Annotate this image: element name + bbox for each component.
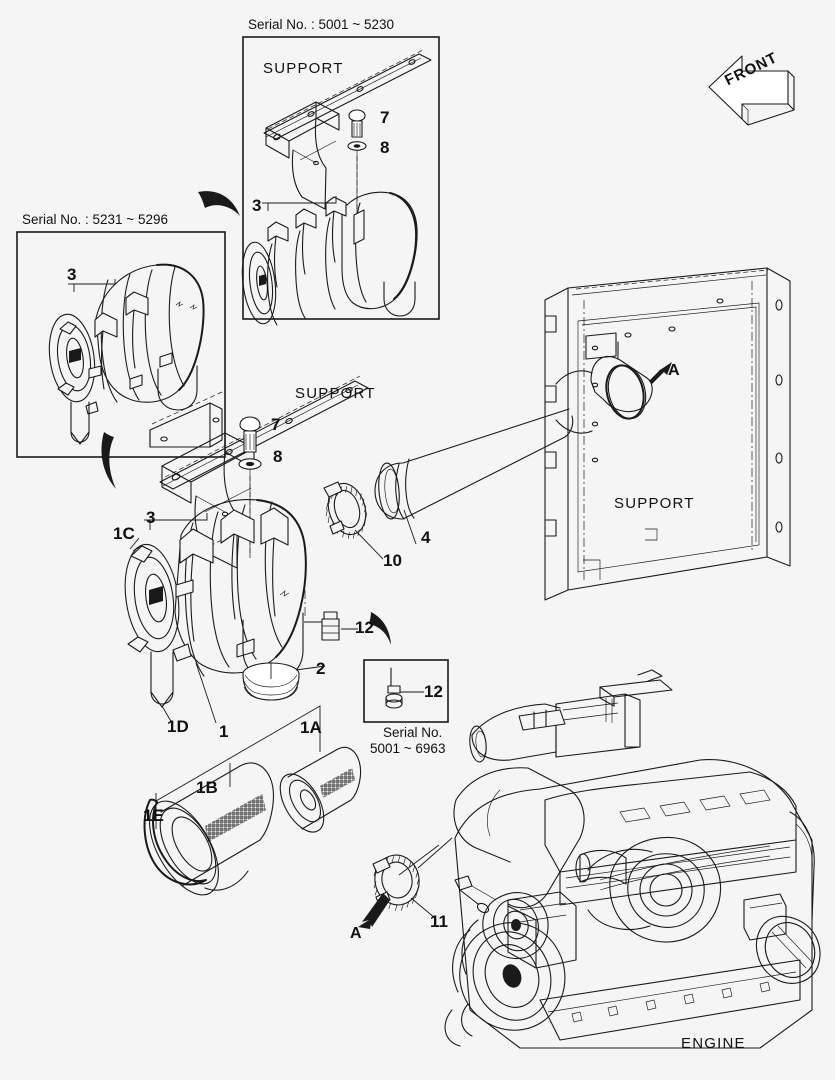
inset-top-frame [242,36,440,320]
inset-top-caption: Serial No. : 5001 ~ 5230 [248,17,394,32]
inset-sensor-caption-line2: 5001 ~ 6963 [370,741,446,756]
inset-top-fastener [347,109,367,235]
inset-left-callout-3-leader [68,279,116,292]
inset-left-frame [16,231,226,458]
callout-1: 1 [219,722,229,741]
inset-left-caption: Serial No. : 5231 ~ 5296 [22,212,168,227]
section-arrow-a-engine: A [350,925,362,942]
inset-top-aircleaner [241,191,418,326]
inset-top-bracket [265,101,340,210]
engine-assembly [444,669,821,1049]
callout-2: 2 [316,659,326,678]
main-support-rail [159,375,369,490]
callout-1E: 1E [143,806,164,825]
callout-1D: 1D [167,717,189,736]
callout-7: 7 [271,415,281,434]
callout-8-top-inset: 8 [380,138,390,157]
front-arrow-icon [708,55,795,126]
inset-left-aircleaner [48,263,223,448]
callout-3-left-inset: 3 [67,265,77,284]
hose-clamp-10 [323,481,384,560]
radiator-support-panel [544,267,791,601]
inset-sensor-caption-line1: Serial No. [383,725,443,740]
callout-12-inset: 12 [424,682,443,701]
main-support-bracket-label: SUPPORT [295,385,376,402]
air-intake-hose-4 [374,408,574,545]
callout-1B: 1B [196,778,218,797]
dust-cap-2 [242,662,326,701]
pointer-arc-2 [101,432,116,489]
callout-1A: 1A [300,718,322,737]
hose-clamp-11 [358,844,440,929]
callout-11: 11 [430,912,448,931]
callout-4: 4 [421,528,431,547]
filter-element-inner-1A [279,746,362,833]
inset-sensor-frame [363,659,449,723]
inset-top-support-rail [263,49,432,140]
radiator-support-panel-label: SUPPORT [614,495,695,512]
pointer-arc-3 [369,612,391,645]
vacuum-sensor-12 [321,611,358,641]
callout-12: 12 [355,618,374,637]
pointer-arc-1 [198,191,240,216]
main-callout-leaders [129,513,327,724]
callout-1C: 1C [113,524,135,543]
main-fastener-7-8 [238,416,262,558]
filter-element-outer-1B [143,762,274,896]
section-arrow-a-panel: A [668,362,680,379]
callout-7-top-inset: 7 [380,108,390,127]
callout-10: 10 [383,551,402,570]
callout-3: 3 [146,508,156,527]
engine-label: ENGINE [681,1035,746,1052]
callout-8: 8 [273,447,283,466]
inset-top-callout-3-leader [262,196,337,211]
filter-bracket-leaders [155,705,321,829]
callout-3-top-inset: 3 [252,196,262,215]
inset-top-support-label: SUPPORT [263,60,344,77]
